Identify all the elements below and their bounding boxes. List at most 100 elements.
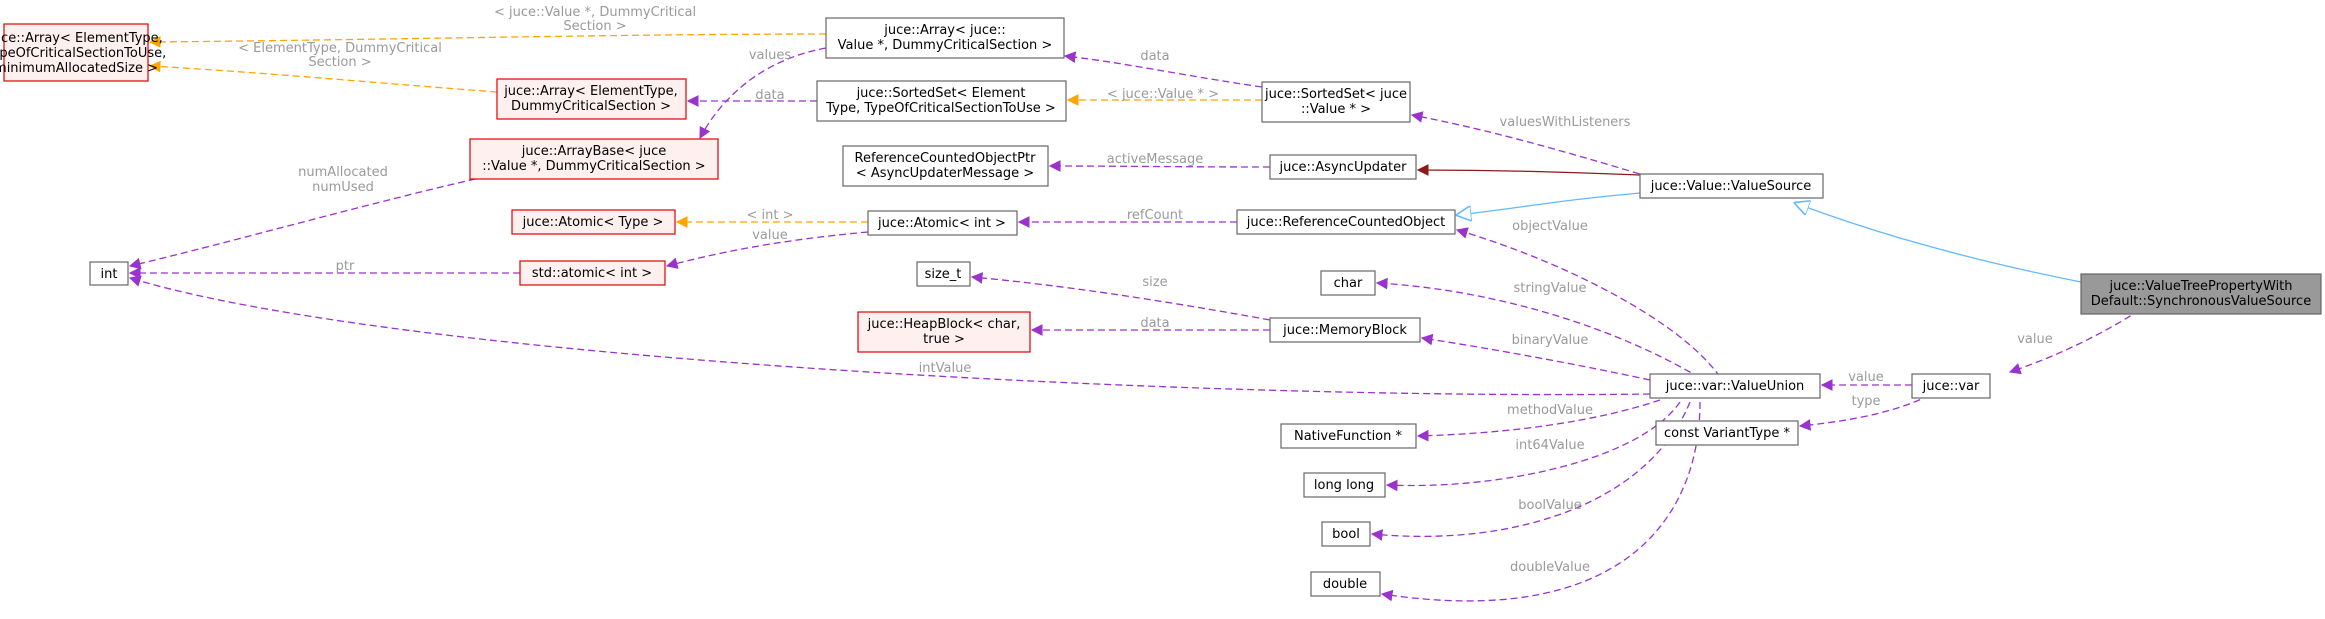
- edge-arraybase-to-int: [128, 173, 498, 270]
- edge-vtpwd-to-var: [2008, 309, 2141, 375]
- edge-atomic-int-to-std-atomic: [665, 231, 869, 269]
- edge-label-value-atomic: value: [752, 228, 788, 243]
- svg-text:juce::HeapBlock< char,true >: juce::HeapBlock< char,true >: [867, 317, 1021, 347]
- edge-valuesource-to-refcounted: [1457, 192, 1641, 215]
- edge-valueunion-to-refcounted: [1455, 227, 1721, 378]
- node-double[interactable]: double: [1310, 571, 1381, 597]
- edge-label-string-value: stringValue: [1513, 281, 1586, 296]
- edge-valueunion-to-longlong: [1385, 401, 1681, 492]
- node-arraybase[interactable]: juce::ArrayBase< juce::Value *, DummyCri…: [469, 138, 719, 180]
- svg-text:long long: long long: [1314, 478, 1374, 493]
- svg-text:char: char: [1334, 276, 1363, 291]
- edge-var-to-varianttype: [1798, 394, 1931, 431]
- node-int[interactable]: int: [89, 261, 129, 286]
- edge-label-int-tmpl: < int >: [747, 208, 794, 223]
- edge-label-ref-count: refCount: [1127, 208, 1183, 223]
- edge-valueunion-to-char: [1375, 277, 1701, 379]
- node-referencecountedobject[interactable]: juce::ReferenceCountedObject: [1236, 209, 1456, 235]
- edge-valuesource-to-sortedset-value: [1410, 111, 1651, 178]
- svg-text:juce::AsyncUpdater: juce::AsyncUpdater: [1279, 160, 1408, 175]
- svg-text:juce::Array< ElementType,TypeO: juce::Array< ElementType,TypeOfCriticalS…: [0, 31, 166, 76]
- node-atomic-type[interactable]: juce::Atomic< Type >: [511, 209, 676, 235]
- node-array-juce-value[interactable]: juce::Array< juce::Value *, DummyCritica…: [825, 17, 1065, 59]
- svg-text:juce::Array< ElementType,Dummy: juce::Array< ElementType,DummyCriticalSe…: [503, 84, 678, 114]
- svg-text:juce::SortedSet< juce::Value *: juce::SortedSet< juce::Value * >: [1264, 87, 1407, 117]
- edge-label-int-value: intValue: [919, 361, 972, 376]
- node-refcountedobjectptr[interactable]: ReferenceCountedObjectPtr< AsyncUpdaterM…: [842, 145, 1049, 187]
- edge-label-int64-value: int64Value: [1515, 438, 1584, 453]
- edge-label-value-var: value: [2017, 332, 2053, 347]
- edge-label-values-with-listeners: valuesWithListeners: [1500, 115, 1631, 130]
- node-atomic-int[interactable]: juce::Atomic< int >: [867, 210, 1018, 236]
- node-const-varianttype[interactable]: const VariantType *: [1655, 420, 1799, 446]
- svg-text:double: double: [1323, 577, 1367, 592]
- edge-label-data-sortedset-elem: data: [755, 88, 784, 103]
- svg-text:juce::Array< juce::Value *, Du: juce::Array< juce::Value *, DummyCritica…: [838, 23, 1053, 53]
- node-heapblock[interactable]: juce::HeapBlock< char,true >: [857, 311, 1031, 353]
- edge-label-type: type: [1851, 394, 1880, 409]
- edge-label-size: size: [1142, 275, 1167, 290]
- node-std-atomic-int[interactable]: std::atomic< int >: [519, 260, 666, 286]
- svg-text:ReferenceCountedObjectPtr< Asy: ReferenceCountedObjectPtr< AsyncUpdaterM…: [855, 151, 1037, 181]
- node-juce-var[interactable]: juce::var: [1911, 373, 1991, 399]
- edge-label-binary-value: binaryValue: [1512, 333, 1589, 348]
- edge-vtpwd-to-valuesource: [1795, 203, 2082, 283]
- edge-label-method-value: methodValue: [1507, 403, 1593, 418]
- edge-memblock-to-size-t: [970, 272, 1271, 321]
- svg-text:NativeFunction *: NativeFunction *: [1294, 429, 1403, 444]
- node-array-elementtype-dcs[interactable]: juce::Array< ElementType,DummyCriticalSe…: [496, 78, 687, 120]
- edge-label-double-value: doubleValue: [1510, 560, 1590, 575]
- edge-valueunion-to-int: [128, 275, 1651, 396]
- node-var-valueunion[interactable]: juce::var::ValueUnion: [1649, 373, 1821, 399]
- node-array-elementtype-tocs[interactable]: juce::Array< ElementType,TypeOfCriticalS…: [0, 23, 166, 82]
- node-bool[interactable]: bool: [1321, 521, 1371, 547]
- node-long-long[interactable]: long long: [1303, 472, 1386, 498]
- node-sortedset-juce-value[interactable]: juce::SortedSet< juce::Value * >: [1261, 81, 1411, 123]
- svg-text:juce::Value::ValueSource: juce::Value::ValueSource: [1650, 179, 1812, 194]
- node-char[interactable]: char: [1320, 270, 1376, 296]
- node-memoryblock[interactable]: juce::MemoryBlock: [1269, 317, 1421, 343]
- node-size-t[interactable]: size_t: [916, 261, 971, 287]
- edge-arrvalue-to-arraybase: [699, 47, 827, 140]
- svg-text:juce::var: juce::var: [1922, 379, 1980, 394]
- svg-text:juce::MemoryBlock: juce::MemoryBlock: [1282, 323, 1407, 338]
- edge-label-object-value: objectValue: [1512, 219, 1588, 234]
- svg-text:juce::ReferenceCountedObject: juce::ReferenceCountedObject: [1246, 215, 1445, 230]
- svg-text:juce::var::ValueUnion: juce::var::ValueUnion: [1665, 379, 1805, 394]
- edge-label-data-sortedset-value: data: [1140, 49, 1169, 64]
- edge-valuesource-to-asyncupdater: [1416, 164, 1641, 176]
- svg-text:int: int: [101, 267, 118, 282]
- edge-valueunion-to-double: [1380, 401, 1701, 602]
- edge-array-dcs-to-array-tocs: [148, 60, 498, 93]
- edge-arrvalue-to-array-tocs: [148, 33, 827, 48]
- edge-valueunion-to-bool: [1370, 401, 1691, 541]
- node-value-valuesource[interactable]: juce::Value::ValueSource: [1639, 173, 1824, 199]
- edge-label-ptr: ptr: [336, 259, 355, 274]
- edge-sortedset-value-to-arrvalue: [1063, 51, 1263, 88]
- svg-text:juce::ArrayBase< juce::Value *: juce::ArrayBase< juce::Value *, DummyCri…: [482, 144, 705, 174]
- svg-text:const VariantType *: const VariantType *: [1664, 426, 1790, 441]
- edge-label-bool-value: boolValue: [1518, 498, 1581, 513]
- svg-text:juce::Atomic< int >: juce::Atomic< int >: [877, 216, 1006, 231]
- svg-text:size_t: size_t: [925, 267, 962, 282]
- edge-valueunion-to-memblock: [1420, 333, 1651, 381]
- svg-text:juce::Atomic< Type >: juce::Atomic< Type >: [522, 215, 664, 230]
- edge-label-juce-value-ptr: < juce::Value * >: [1107, 87, 1219, 102]
- edge-label-values: values: [749, 48, 792, 63]
- edge-label-value-union: value: [1848, 370, 1884, 385]
- edge-label-active-message: activeMessage: [1107, 152, 1204, 167]
- edge-label-data-heapblock: data: [1140, 316, 1169, 331]
- node-asyncupdater[interactable]: juce::AsyncUpdater: [1269, 154, 1417, 180]
- svg-text:juce::SortedSet< ElementType,: juce::SortedSet< ElementType, TypeOfCrit…: [825, 86, 1056, 116]
- svg-text:bool: bool: [1332, 527, 1360, 542]
- node-nativefunction[interactable]: NativeFunction *: [1280, 423, 1417, 449]
- svg-text:std::atomic< int >: std::atomic< int >: [532, 266, 652, 281]
- edge-valueunion-to-nativefn: [1416, 399, 1661, 442]
